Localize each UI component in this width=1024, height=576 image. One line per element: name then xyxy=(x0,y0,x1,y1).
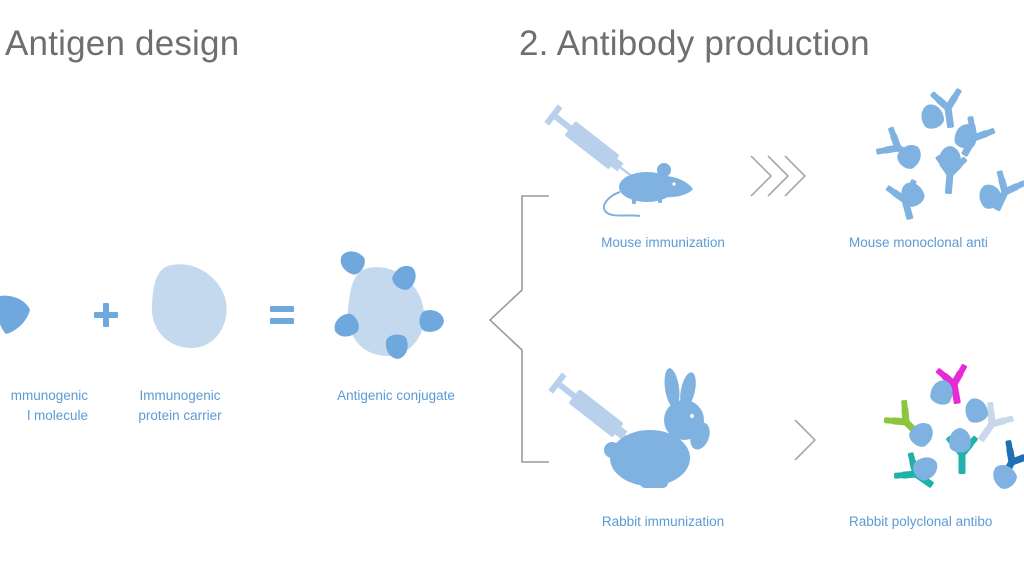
equals-sign-icon xyxy=(270,306,294,324)
mouse-monoclonal-label: Mouse monoclonal anti xyxy=(849,235,988,250)
protein-carrier-label-line1: Immunogenic xyxy=(139,388,221,403)
protein-carrier-label-line2: protein carrier xyxy=(138,408,222,423)
mouse-icon xyxy=(602,163,693,217)
small-molecule-hapten-icon xyxy=(0,295,30,334)
polyclonal-antibodies-icon xyxy=(881,362,1024,499)
antigenic-conjugate-icon xyxy=(330,246,444,360)
rabbit-immunization-label: Rabbit immunization xyxy=(601,514,725,529)
mouse-immunization-label: Mouse immunization xyxy=(601,235,725,250)
protein-carrier-icon xyxy=(151,264,227,348)
small-molecule-label-line1: mmunogenic xyxy=(10,388,88,403)
heading-antigen-design: Antigen design xyxy=(5,24,240,63)
plus-sign-icon xyxy=(94,303,118,327)
rabbit-icon xyxy=(604,368,710,488)
rabbit-chevron-arrow-icon xyxy=(794,419,817,461)
mouse-chevron-arrows-icon xyxy=(750,155,807,197)
heading-antibody-production: 2. Antibody production xyxy=(519,24,870,63)
branch-bracket xyxy=(488,195,549,463)
protein-carrier-label: Immunogenic protein carrier xyxy=(130,386,230,426)
mouse-syringe-icon xyxy=(544,104,643,189)
antigenic-conjugate-label: Antigenic conjugate xyxy=(337,388,455,403)
small-molecule-label: mmunogenic l molecule xyxy=(11,386,88,426)
monoclonal-antibodies-icon xyxy=(873,87,1024,224)
small-molecule-label-line2: l molecule xyxy=(27,408,88,423)
rabbit-polyclonal-label: Rabbit polyclonal antibo xyxy=(849,514,993,529)
